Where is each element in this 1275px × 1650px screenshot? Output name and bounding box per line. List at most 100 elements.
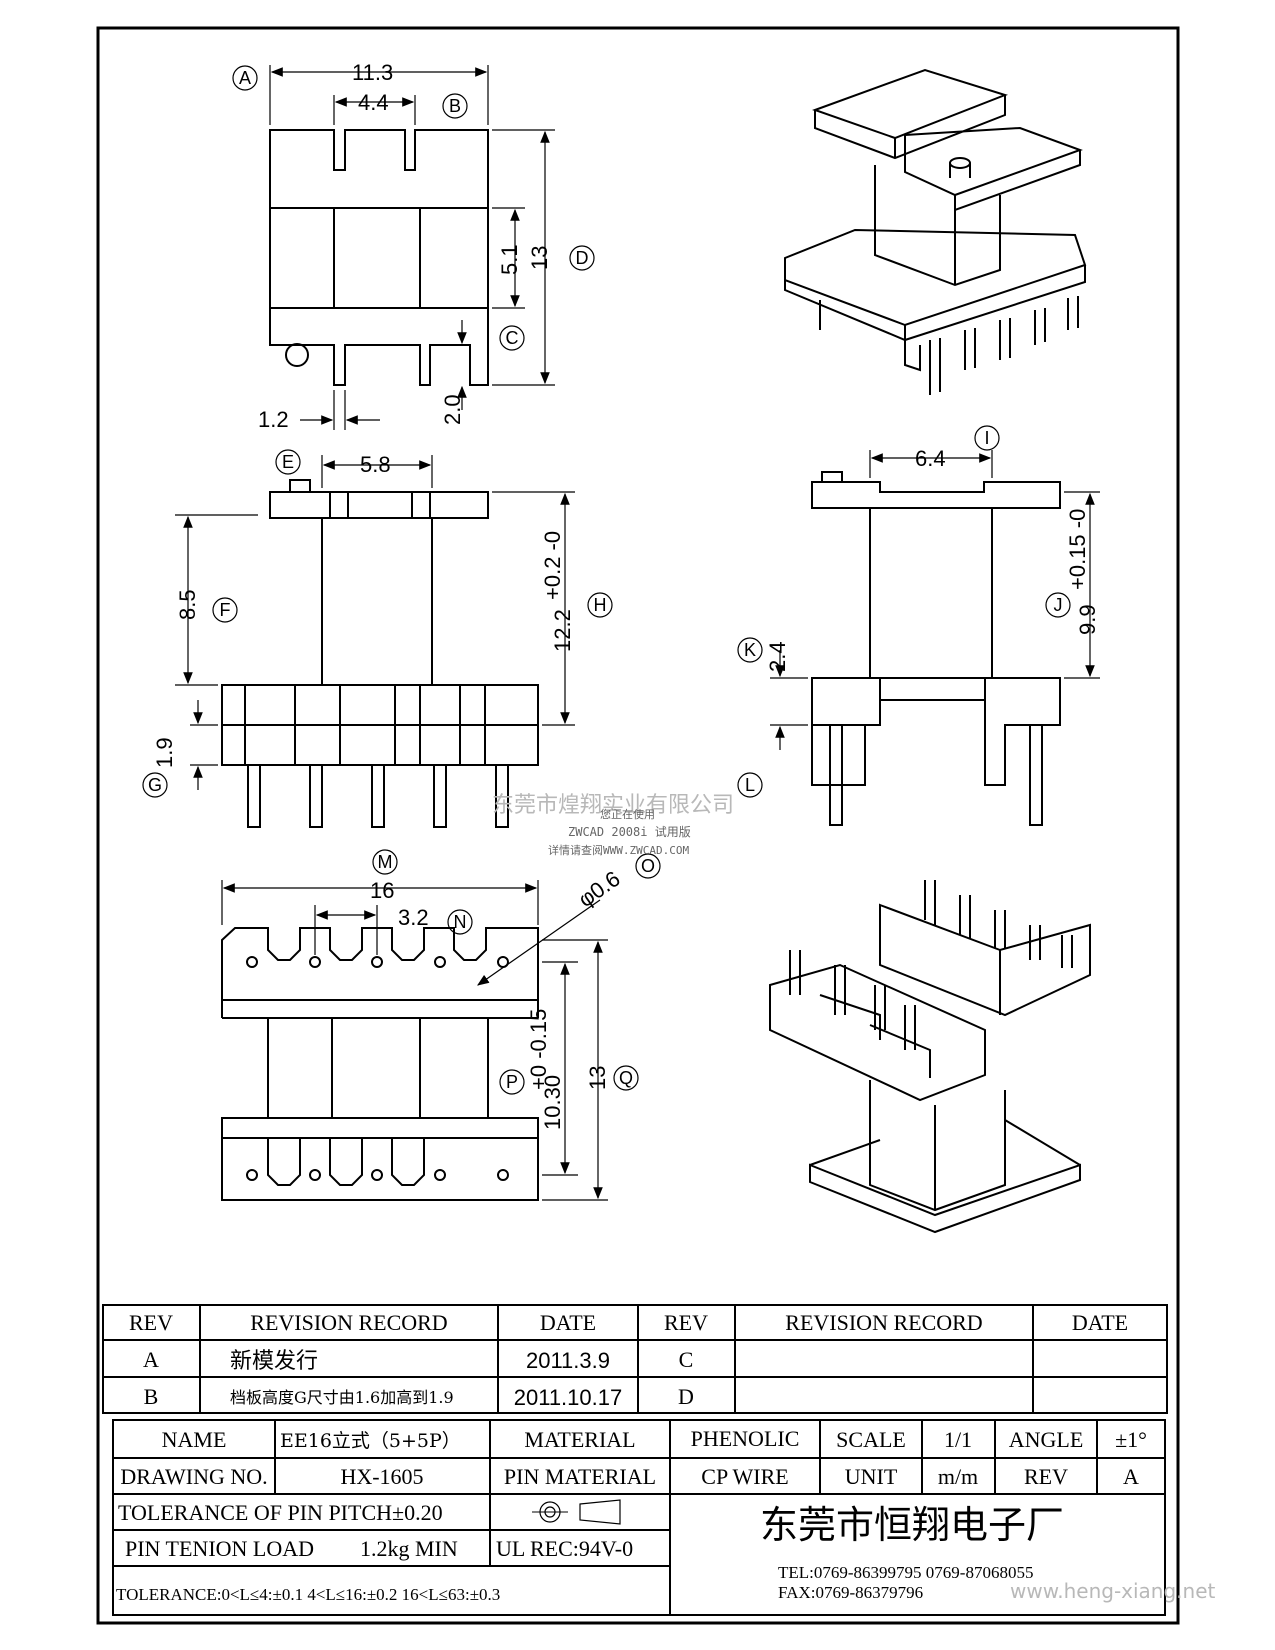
dim-12-2-tolerance: +0.2 -0 <box>540 531 565 600</box>
top-view-dims <box>269 65 555 430</box>
dim-1-9: 1.9 <box>152 737 177 768</box>
name-label: NAME <box>162 1427 227 1452</box>
dim-13-top: 13 <box>527 246 552 270</box>
dim-2-0: 2.0 <box>440 394 465 425</box>
title-block-frame <box>112 1419 1166 1616</box>
label-c: C <box>506 328 519 348</box>
label-h-circle <box>587 592 613 618</box>
company-tel: TEL:0769-86399795 0769-87068055 <box>778 1563 1033 1582</box>
dim-12-2: 12.2 <box>550 609 575 652</box>
label-m: M <box>378 852 393 872</box>
side-view-dims <box>770 450 1100 750</box>
dim-8-5: 8.5 <box>175 589 200 620</box>
dim-10-30-tolerance: +0 -0.15 <box>526 1009 551 1090</box>
revision-table-frame <box>102 1304 1168 1414</box>
watermark-line2: ZWCAD 2008i 试用版 <box>568 824 691 839</box>
label-c-circle <box>499 325 525 351</box>
dim-1-2: 1.2 <box>258 407 289 432</box>
isometric-view-bottom <box>769 880 1091 1234</box>
material-label: MATERIAL <box>524 1427 635 1452</box>
scale-value: 1/1 <box>944 1427 972 1452</box>
label-q-circle <box>613 1065 639 1091</box>
dim-phi-0-6: φ0.6 <box>574 866 625 912</box>
pin-tension-label: PIN TENION LOAD <box>125 1536 314 1561</box>
dim-4-4: 4.4 <box>358 90 389 115</box>
side-view <box>811 471 1061 826</box>
pin-material-value: CP WIRE <box>701 1464 788 1489</box>
pin-material-label: PIN MATERIAL <box>504 1464 656 1489</box>
company-name: 东莞市恒翔电子厂 <box>760 1503 1064 1547</box>
dim-2-4: 2.4 <box>765 641 790 672</box>
dim-3-2: 3.2 <box>398 905 429 930</box>
label-e: E <box>282 452 294 472</box>
name-value: EE16立式（5+5P） <box>280 1430 461 1452</box>
revision-record-header-2: REVISION RECORD <box>785 1310 982 1335</box>
label-h: H <box>594 595 607 615</box>
rev-a: A <box>143 1347 159 1372</box>
label-i: I <box>984 428 989 448</box>
date-header-2: DATE <box>1072 1310 1128 1335</box>
ul-rating: UL REC:94V-0 <box>496 1536 633 1561</box>
label-f: F <box>220 600 231 620</box>
label-p: P <box>506 1072 518 1092</box>
dim-10-30: 10.30 <box>540 1075 565 1130</box>
rev-value: A <box>1123 1464 1139 1489</box>
dim-5-8: 5.8 <box>360 452 391 477</box>
label-k-circle <box>737 637 763 663</box>
company-fax: FAX:0769-86379796 <box>778 1583 923 1602</box>
label-o: O <box>641 856 655 876</box>
label-l: L <box>745 775 755 795</box>
dim-9-9-tolerance: +0.15 -0 <box>1065 509 1090 590</box>
pin-tension-value: 1.2kg MIN <box>360 1536 458 1561</box>
label-b-circle <box>442 93 468 119</box>
drawing-no-label: DRAWING NO. <box>120 1464 267 1489</box>
dim-5-1: 5.1 <box>497 244 522 275</box>
label-a: A <box>239 68 251 88</box>
website-watermark: www.heng-xiang.net <box>1010 1579 1216 1603</box>
label-g-circle <box>142 772 168 798</box>
dim-13-bottom: 13 <box>585 1066 610 1090</box>
date-header-1: DATE <box>540 1310 596 1335</box>
revision-record-a: 新模发行 <box>230 1349 318 1374</box>
rev-b: B <box>144 1384 159 1409</box>
front-view <box>221 479 539 828</box>
top-view <box>269 129 489 386</box>
unit-label: UNIT <box>845 1464 898 1489</box>
material-value: PHENOLIC <box>691 1426 800 1451</box>
date-b: 2011.10.17 <box>514 1385 622 1410</box>
label-i-circle <box>974 425 1000 451</box>
label-p-circle <box>499 1069 525 1095</box>
bottom-view <box>221 927 539 1201</box>
label-d: D <box>576 248 589 268</box>
label-n-circle <box>447 909 473 935</box>
general-tolerance: TOLERANCE:0<L≤4:±0.1 4<L≤16:±0.2 16<L≤63… <box>116 1585 500 1604</box>
label-n: N <box>454 912 467 932</box>
rev-d: D <box>678 1384 694 1409</box>
watermark-line1: 您正在使用 <box>600 808 655 821</box>
label-f-circle <box>212 597 238 623</box>
label-g: G <box>148 775 162 795</box>
front-view-dims <box>175 455 575 790</box>
label-j-circle <box>1045 592 1071 618</box>
watermark-line3: 详情请查阅WWW.ZWCAD.COM <box>548 843 689 857</box>
label-l-circle <box>737 772 763 798</box>
label-d-circle <box>569 245 595 271</box>
dim-11-3: 11.3 <box>352 60 393 85</box>
revision-record-b: 档板高度G尺寸由1.6加高到1.9 <box>230 1388 454 1407</box>
angle-value: ±1° <box>1115 1427 1147 1452</box>
date-a: 2011.3.9 <box>526 1348 610 1373</box>
label-e-circle <box>275 449 301 475</box>
dim-16: 16 <box>370 878 394 903</box>
unit-value: m/m <box>938 1464 978 1489</box>
rev-header-1: REV <box>129 1310 173 1335</box>
isometric-view-top <box>784 68 1087 395</box>
dim-6-4: 6.4 <box>915 446 946 471</box>
label-a-circle <box>232 65 258 91</box>
watermark-company: 东莞市煌翔实业有限公司 <box>492 793 734 818</box>
label-q: Q <box>619 1068 633 1088</box>
angle-label: ANGLE <box>1009 1427 1084 1452</box>
tolerance-pin-pitch: TOLERANCE OF PIN PITCH±0.20 <box>118 1500 443 1525</box>
rev-header-2: REV <box>664 1310 708 1335</box>
